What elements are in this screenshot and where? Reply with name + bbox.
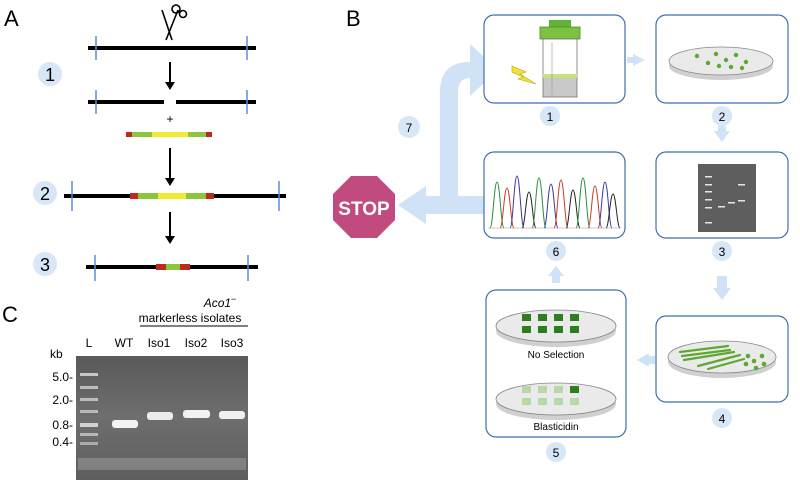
blasticidin-label: Blasticidin xyxy=(533,422,578,433)
flow-arrow xyxy=(633,54,645,66)
kb-marker-0-8: 0.8- xyxy=(52,418,73,432)
lane-label-ladder: L xyxy=(86,336,93,350)
step-number-3: 3 xyxy=(40,255,50,275)
streaked-plate-icon xyxy=(667,340,777,378)
flow-arrow xyxy=(647,356,655,364)
ladder-band xyxy=(80,398,98,401)
step-number-2: 2 xyxy=(40,184,50,204)
flow-arrow xyxy=(627,57,635,63)
scissors-icon xyxy=(161,4,188,41)
lane-label-wt: WT xyxy=(115,336,134,350)
down-arrow xyxy=(165,148,175,186)
plus-sign: + xyxy=(166,112,173,126)
cycle-step-3: 3 xyxy=(719,245,726,259)
cycle-step-1: 1 xyxy=(547,110,554,124)
step-badge-7 xyxy=(398,116,420,138)
cycle-step-5: 5 xyxy=(553,446,560,460)
panel-c-letter: C xyxy=(2,302,18,327)
step-badge-1 xyxy=(38,62,62,86)
band-iso1 xyxy=(147,412,173,420)
flow-arrow xyxy=(718,126,726,132)
chromatogram-icon xyxy=(488,175,621,229)
gel-header-sub: markerless isolates xyxy=(139,311,242,325)
cycle-step-4: 4 xyxy=(719,412,726,426)
flow-arrow xyxy=(637,353,649,367)
step-badge-3 xyxy=(712,241,732,261)
lane-label-iso3: Iso3 xyxy=(221,336,244,350)
no-selection-plate-icon xyxy=(495,309,617,347)
stop-sign-icon: STOP xyxy=(333,176,395,238)
petri-dish-colonies-icon xyxy=(668,46,774,80)
flow-arrow xyxy=(717,276,727,289)
panel-a-letter: A xyxy=(4,6,19,31)
stop-label: STOP xyxy=(338,199,390,220)
ladder-band xyxy=(80,423,98,427)
flow-arrow xyxy=(714,131,730,142)
step-number-1: 1 xyxy=(45,65,55,85)
electroporation-cuvette-icon xyxy=(511,20,581,98)
down-arrow xyxy=(165,62,175,90)
locus-markerless xyxy=(86,255,258,281)
agarose-gel xyxy=(76,356,248,480)
cycle-step-2: 2 xyxy=(719,110,726,124)
primer-haze xyxy=(78,458,246,470)
gel-thumbnail-icon xyxy=(698,164,756,232)
lane-labels: L WT Iso1 Iso2 Iso3 xyxy=(86,336,244,350)
band-iso2 xyxy=(183,410,210,418)
step-badge-5 xyxy=(546,442,566,462)
blasticidin-plate-icon xyxy=(495,382,617,420)
locus-cut xyxy=(88,90,256,114)
locus-intact xyxy=(88,36,256,60)
locus-integrated xyxy=(64,181,286,211)
step-box-6 xyxy=(483,151,626,239)
no-selection-label: No Selection xyxy=(528,350,585,361)
ladder-band xyxy=(80,386,98,389)
ladder-band xyxy=(80,410,98,413)
kb-axis-label: kb xyxy=(50,347,63,361)
kb-marker-5: 5.0- xyxy=(52,370,73,384)
ladder-band xyxy=(80,433,98,436)
donor-cassette xyxy=(126,132,212,137)
step-badge-4 xyxy=(712,408,732,428)
flow-arrow xyxy=(713,288,731,300)
flow-arrow xyxy=(552,275,560,283)
kb-marker-0-4: 0.4- xyxy=(52,435,73,449)
lane-label-iso2: Iso2 xyxy=(185,336,208,350)
down-arrow xyxy=(165,212,175,244)
lane-label-iso1: Iso1 xyxy=(148,336,171,350)
band-wt xyxy=(112,420,138,428)
band-iso3 xyxy=(219,411,245,419)
ladder-band xyxy=(80,373,98,376)
gel-header-gene: Aco1− xyxy=(203,294,237,310)
step-badge-2 xyxy=(33,181,57,205)
step-badge-6 xyxy=(546,241,566,261)
panel-b-letter: B xyxy=(346,6,361,31)
step-badge-2 xyxy=(712,106,732,126)
ladder-band xyxy=(80,442,98,445)
cycle-step-6: 6 xyxy=(553,245,560,259)
flow-arrow xyxy=(548,266,564,276)
step-badge-1 xyxy=(540,106,560,126)
kb-marker-2: 2.0- xyxy=(52,393,73,407)
step-number-7: 7 xyxy=(406,121,413,135)
step-badge-3 xyxy=(33,252,57,276)
